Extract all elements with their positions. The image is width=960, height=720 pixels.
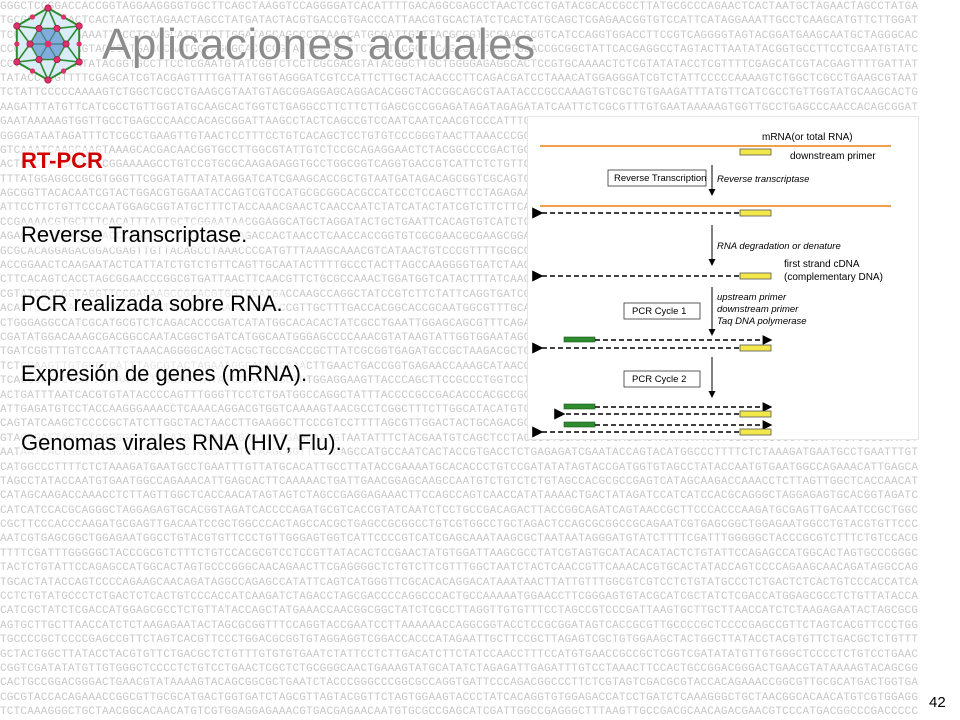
- capsid-edge: [65, 43, 80, 63]
- first-strand-label: first strand cDNA: [784, 259, 860, 270]
- pcr-cycle-2-label: PCR Cycle 2: [632, 374, 686, 385]
- upstream-primer-mark: [563, 336, 596, 343]
- primer-mark: [739, 209, 772, 217]
- capsid-node: [13, 58, 21, 66]
- downstream-primer-label: downstream primer: [790, 151, 876, 162]
- sequence-row: CCGTCAGGGGTAGTACGGATGAAGCAATGCTAGGGCACCC…: [0, 44, 919, 57]
- capsid-node: [62, 40, 70, 48]
- sequence-row: CGGTCGATATATGTTGTGGGCTCCCCTCTGTCCTGAACTC…: [0, 662, 919, 675]
- pcr-cycle-2-box: [623, 370, 701, 388]
- primer-mark: [739, 410, 772, 418]
- capsid-edge: [47, 7, 58, 29]
- capsid-edge: [65, 25, 80, 45]
- complementary-dna-label: (complementary DNA): [784, 272, 883, 283]
- reverse-transcription-box: [607, 169, 707, 187]
- upstream-primer-label: upstream primer: [717, 292, 787, 303]
- sequence-row: TAGCCTATACCAATGTGAATGGCCAGAAACATTGAGCACT…: [0, 475, 919, 488]
- rt-pcr-diagram-svg: mRNA(or total RNA) downstream primer Rev…: [532, 132, 891, 438]
- capsid-node: [35, 56, 43, 64]
- sequence-row: CGCTTCCCACCCAAGATGCGAGTTGACAATCCGCTGGCCC…: [0, 519, 919, 532]
- capsid-node: [44, 4, 52, 12]
- content-block: RT-PCR: [21, 148, 521, 174]
- capsid-node: [29, 68, 36, 74]
- sequence-row: TCTATTCCCCCAAAAGTCTGGCTCGCCTGAAGCGTAATGT…: [0, 87, 919, 100]
- sequence-row: AAGATTTATGTTCATCGCCTGTTGGTATGCAAGCACTGGT…: [0, 101, 919, 114]
- bullet-item: Reverse Transcriptase.: [21, 222, 248, 248]
- primer-mark: [739, 272, 772, 280]
- primer-mark: [739, 428, 772, 436]
- sequence-row: TATACCTCGTTTTCGAGCATCGTACGAGTTTTGATTATGG…: [0, 72, 919, 85]
- sequence-row: TCCATTCATAGGAAATTGCCTCAAGCATGTTCTTGGATAG…: [0, 29, 919, 42]
- capsid-node: [53, 24, 61, 32]
- capsid-edge: [38, 59, 49, 81]
- upstream-primer-mark: [563, 403, 596, 410]
- sequence-row: AGTGCTTGCTTAACCATCTCTAAGAGAATACTAGCGCGGT…: [0, 619, 919, 632]
- capsid-edge: [16, 25, 40, 30]
- sequence-row: AATCGTGAGCGGCTGGAGAATGGCCTGTACGTGTTCCCTG…: [0, 533, 919, 546]
- taq-polymerase-label: Taq DNA polymerase: [717, 316, 807, 327]
- sequence-row: TGCCCCGCTCCCCGAGCCGTTCTAGTCACGTTCCCTGGAC…: [0, 634, 919, 647]
- capsid-node: [44, 40, 52, 48]
- sequence-row: TGCACTATACCAGTCCCCAGAAGCAACAGATAGGCCAGAG…: [0, 576, 919, 589]
- capsid-node: [35, 24, 43, 32]
- reverse-transcriptase-label: Reverse transcriptase: [717, 174, 809, 185]
- virus-logo-icon: [13, 4, 83, 84]
- capsid-node: [14, 41, 20, 47]
- capsid-edge: [56, 25, 80, 30]
- sequence-row: CATAGCAAGACCAAACCTCTTAGTTGGCTCACCAACATAG…: [0, 490, 919, 503]
- capsid-edge: [16, 25, 31, 45]
- reverse-transcription-label: Reverse Transcription: [614, 173, 706, 184]
- sequence-row: CGCGTACCACAGAAACCGGCGTTGCGCATGACTGGTGATC…: [0, 691, 919, 704]
- sequence-row: GCTACTGGCTTATACCTACGTGTTCTGACGCTCTGTTTGT…: [0, 648, 919, 661]
- sequence-row: CACTGCCGGACGGGACTGAACGTATAAAAGTACAGCGGCG…: [0, 677, 919, 690]
- sequence-row: CATGGCCCTTTTCTCTAAAGATGAATGCCTGAATTTGTTA…: [0, 461, 919, 474]
- sequence-row: CATCATCCACGCAGGGCTAGGAGAGTGCACGGTAGATCAC…: [0, 504, 919, 517]
- sequence-row: TTTTCGATTTGGGGGCTACCCGCGTCTTTCTGTCCACGCG…: [0, 547, 919, 560]
- rt-pcr-diagram: mRNA(or total RNA) downstream primer Rev…: [527, 116, 919, 440]
- capsid-edge: [16, 43, 31, 63]
- capsid-node: [53, 56, 61, 64]
- sequence-row: TCTCAAAGGGCTGCTAACGGCACAACATGTCGTGGAGGAG…: [0, 706, 919, 719]
- sequence-row: CCTAGTACTTAATATACGGTGCCTTCCTCGAATGTATCGG…: [0, 58, 919, 71]
- sequence-row: TACTCTGTATTCCAGAGCCATGGCACTAGTGCCCGGGCAA…: [0, 562, 919, 575]
- bullet-item: Expresión de genes (mRNA).: [21, 361, 308, 387]
- capsid-node: [60, 68, 67, 74]
- bullet-item: Genomas virales RNA (HIV, Flu).: [21, 430, 342, 456]
- capsid-node: [13, 22, 21, 30]
- capsid-node: [75, 58, 83, 66]
- capsid-node: [26, 40, 34, 48]
- downstream-primer-2-label: downstream primer: [717, 304, 799, 315]
- upstream-primer-mark: [563, 421, 596, 428]
- capsid-node: [76, 41, 82, 47]
- capsid-node: [44, 76, 52, 84]
- rna-degradation-label: RNA degradation or denature: [717, 241, 841, 252]
- slide-title: Aplicaciones actuales: [102, 20, 536, 69]
- slide-number: 42: [927, 694, 948, 711]
- sequence-row: GGGCTCCGGACCACCGGTAGGAAGGGGTGGCTTCAGCTAA…: [0, 1, 919, 13]
- capsid-node: [75, 22, 83, 30]
- sequence-row: CATCGCTATCTCGACCATGGAGCGCCTCTGTTATACCAGC…: [0, 605, 919, 618]
- sequence-row: CCTCTGTATGCCCTCTGACTCTCACTGTCCCACCATCAAG…: [0, 591, 919, 604]
- pcr-cycle-1-box: [623, 302, 701, 320]
- capsid-edge: [38, 7, 49, 29]
- capsid-edge: [16, 58, 40, 63]
- capsid-edge: [47, 59, 58, 81]
- sequence-row: TGCGCCCAGAACTCACTAATGCTAGAACTAGCCTATGATA…: [0, 15, 919, 28]
- capsid-node: [60, 14, 67, 20]
- downstream-primer-mark: [739, 148, 772, 156]
- bullet-item: PCR realizada sobre RNA.: [21, 291, 283, 317]
- mrna-label: mRNA(or total RNA): [762, 132, 853, 143]
- primer-mark: [739, 344, 772, 352]
- section-heading: RT-PCR: [21, 148, 103, 174]
- capsid-edge: [56, 58, 80, 63]
- pcr-cycle-1-label: PCR Cycle 1: [632, 306, 686, 317]
- capsid-node: [29, 14, 36, 20]
